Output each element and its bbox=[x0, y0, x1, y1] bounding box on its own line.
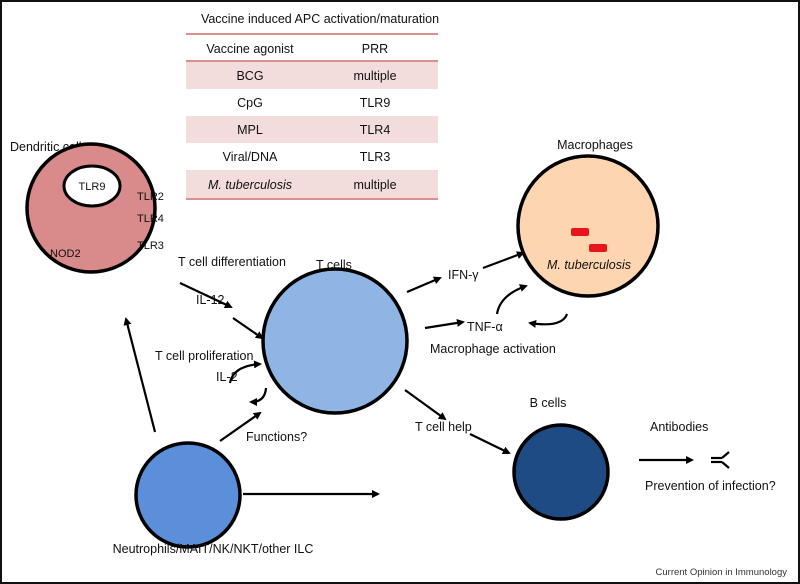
bacterium-icon bbox=[589, 244, 607, 252]
footer-credit: Current Opinion in Immunology bbox=[656, 567, 788, 578]
table-cell: multiple bbox=[353, 178, 396, 192]
macrophages-label: Macrophages bbox=[557, 138, 633, 152]
m-tuberculosis-label: M. tuberculosis bbox=[547, 258, 631, 272]
table-row-bg bbox=[186, 170, 438, 198]
arrow-help-to-bcell bbox=[469, 433, 511, 454]
functions-label: Functions? bbox=[246, 430, 307, 444]
table-title: Vaccine induced APC activation/maturatio… bbox=[201, 12, 439, 26]
arrow-tcell-to-il2 bbox=[249, 387, 268, 406]
tnf-alpha-label: TNF-α bbox=[467, 320, 503, 334]
t-cell-proliferation-label: T cell proliferation bbox=[155, 349, 253, 363]
il12-label: IL-12 bbox=[196, 293, 225, 307]
table-row-bg bbox=[186, 116, 438, 143]
t-cell bbox=[261, 267, 409, 415]
arrow-tcell-to-ifn bbox=[406, 276, 442, 294]
antibodies-label: Antibodies bbox=[650, 420, 708, 434]
agonist-table: Vaccine induced APC activation/maturatio… bbox=[186, 12, 439, 200]
arrow-innate-to-dc bbox=[123, 317, 157, 433]
receptor-label: TLR3 bbox=[137, 240, 164, 252]
receptor-label: NOD2 bbox=[50, 248, 81, 260]
arrow-dc-to-il12 bbox=[179, 282, 233, 309]
b-cell bbox=[512, 423, 610, 521]
tlr9-compartment bbox=[62, 164, 122, 208]
ifn-gamma-label: IFN-γ bbox=[448, 268, 479, 282]
receptor-label: TLR9 bbox=[79, 181, 106, 193]
arrow-tcell-to-tnf bbox=[424, 318, 465, 330]
table-cell: TLR4 bbox=[360, 123, 391, 137]
t-cell-differentiation-label: T cell differentiation bbox=[178, 255, 286, 269]
innate-cells-label: Neutrophils/MAIT/NK/NKT/other ILC bbox=[113, 542, 314, 556]
bacterium-icon bbox=[571, 228, 589, 236]
receptor-label: TLR4 bbox=[137, 213, 164, 225]
receptor-label: TLR2 bbox=[137, 191, 164, 203]
table-header: Vaccine agonist bbox=[206, 42, 294, 56]
arrows bbox=[123, 251, 694, 498]
table-header: PRR bbox=[362, 42, 388, 56]
table-row-bg bbox=[186, 62, 438, 89]
arrow-innate-to-tcell bbox=[219, 411, 262, 442]
arrow-ifn-to-macrophage bbox=[482, 251, 525, 270]
arrow-tcell-help bbox=[404, 389, 447, 421]
table-cell: TLR9 bbox=[360, 96, 391, 110]
t-cell-help-label: T cell help bbox=[415, 420, 472, 434]
arrow-tnf-to-macrophage bbox=[495, 284, 528, 315]
b-cells-label: B cells bbox=[530, 396, 567, 410]
table-cell: TLR3 bbox=[360, 150, 391, 164]
prevention-label: Prevention of infection? bbox=[645, 479, 776, 493]
arrow-il2-to-tcell bbox=[228, 360, 262, 384]
macrophage-activation-label: Macrophage activation bbox=[430, 342, 556, 356]
table-cell: MPL bbox=[237, 123, 263, 137]
table-cell: M. tuberculosis bbox=[208, 178, 292, 192]
dendritic-cell bbox=[25, 142, 157, 274]
arrow-macrophage-to-tnf bbox=[528, 313, 569, 328]
table-cell: BCG bbox=[236, 69, 263, 83]
macrophage-cell bbox=[516, 154, 660, 298]
table-cell: multiple bbox=[353, 69, 396, 83]
table-cell: Viral/DNA bbox=[223, 150, 278, 164]
table-cell: CpG bbox=[237, 96, 263, 110]
innate-cell bbox=[134, 441, 242, 549]
il2-label: IL-2 bbox=[216, 370, 238, 384]
antibody-icon bbox=[711, 451, 730, 469]
arrow-il12-to-tcell bbox=[232, 317, 264, 340]
